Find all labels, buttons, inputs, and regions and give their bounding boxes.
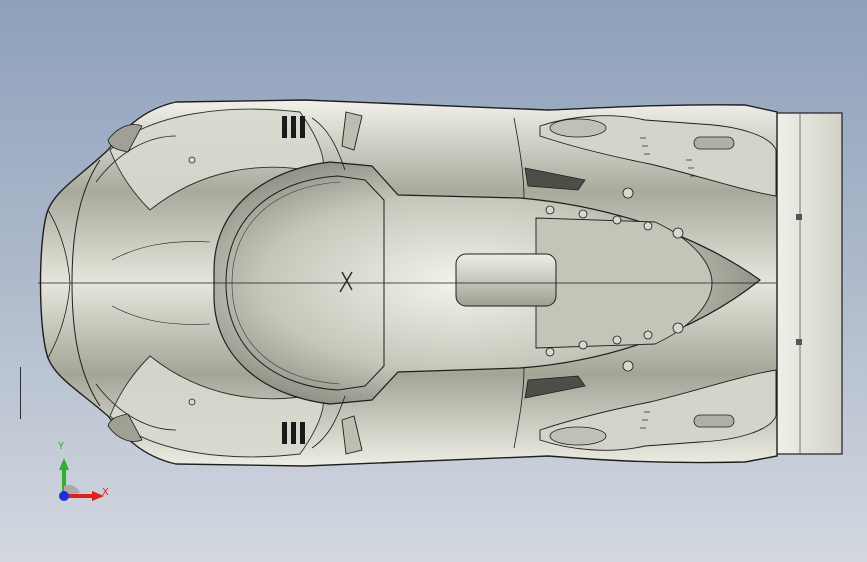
y-axis-label: Y [58, 441, 65, 452]
roof-scoop[interactable] [455, 253, 557, 307]
edge-marker [20, 367, 21, 419]
y-axis-arrow [59, 458, 69, 470]
z-axis-dot [59, 491, 69, 501]
exhaust-right [693, 414, 735, 428]
x-axis-arrow [92, 491, 104, 501]
logo-mark [339, 271, 353, 293]
x-axis-label: X [102, 487, 109, 498]
side-intake-right [524, 375, 586, 399]
headlight-right [107, 413, 143, 442]
mirror-right[interactable] [341, 415, 363, 455]
x-axis-shaft [64, 494, 94, 498]
y-axis-shaft [62, 468, 66, 496]
axis-triad: Y X [40, 438, 130, 518]
engine-bolts [188, 156, 684, 406]
side-vent-left [282, 116, 305, 138]
mirror-left[interactable] [341, 111, 363, 151]
rear-wing[interactable] [775, 112, 843, 455]
triad-graphic [59, 458, 104, 501]
side-vent-right [282, 422, 305, 444]
exhaust-left [693, 136, 735, 150]
rear-pod-left [539, 115, 777, 197]
headlight-left [107, 124, 143, 153]
side-intake-left [524, 167, 586, 191]
